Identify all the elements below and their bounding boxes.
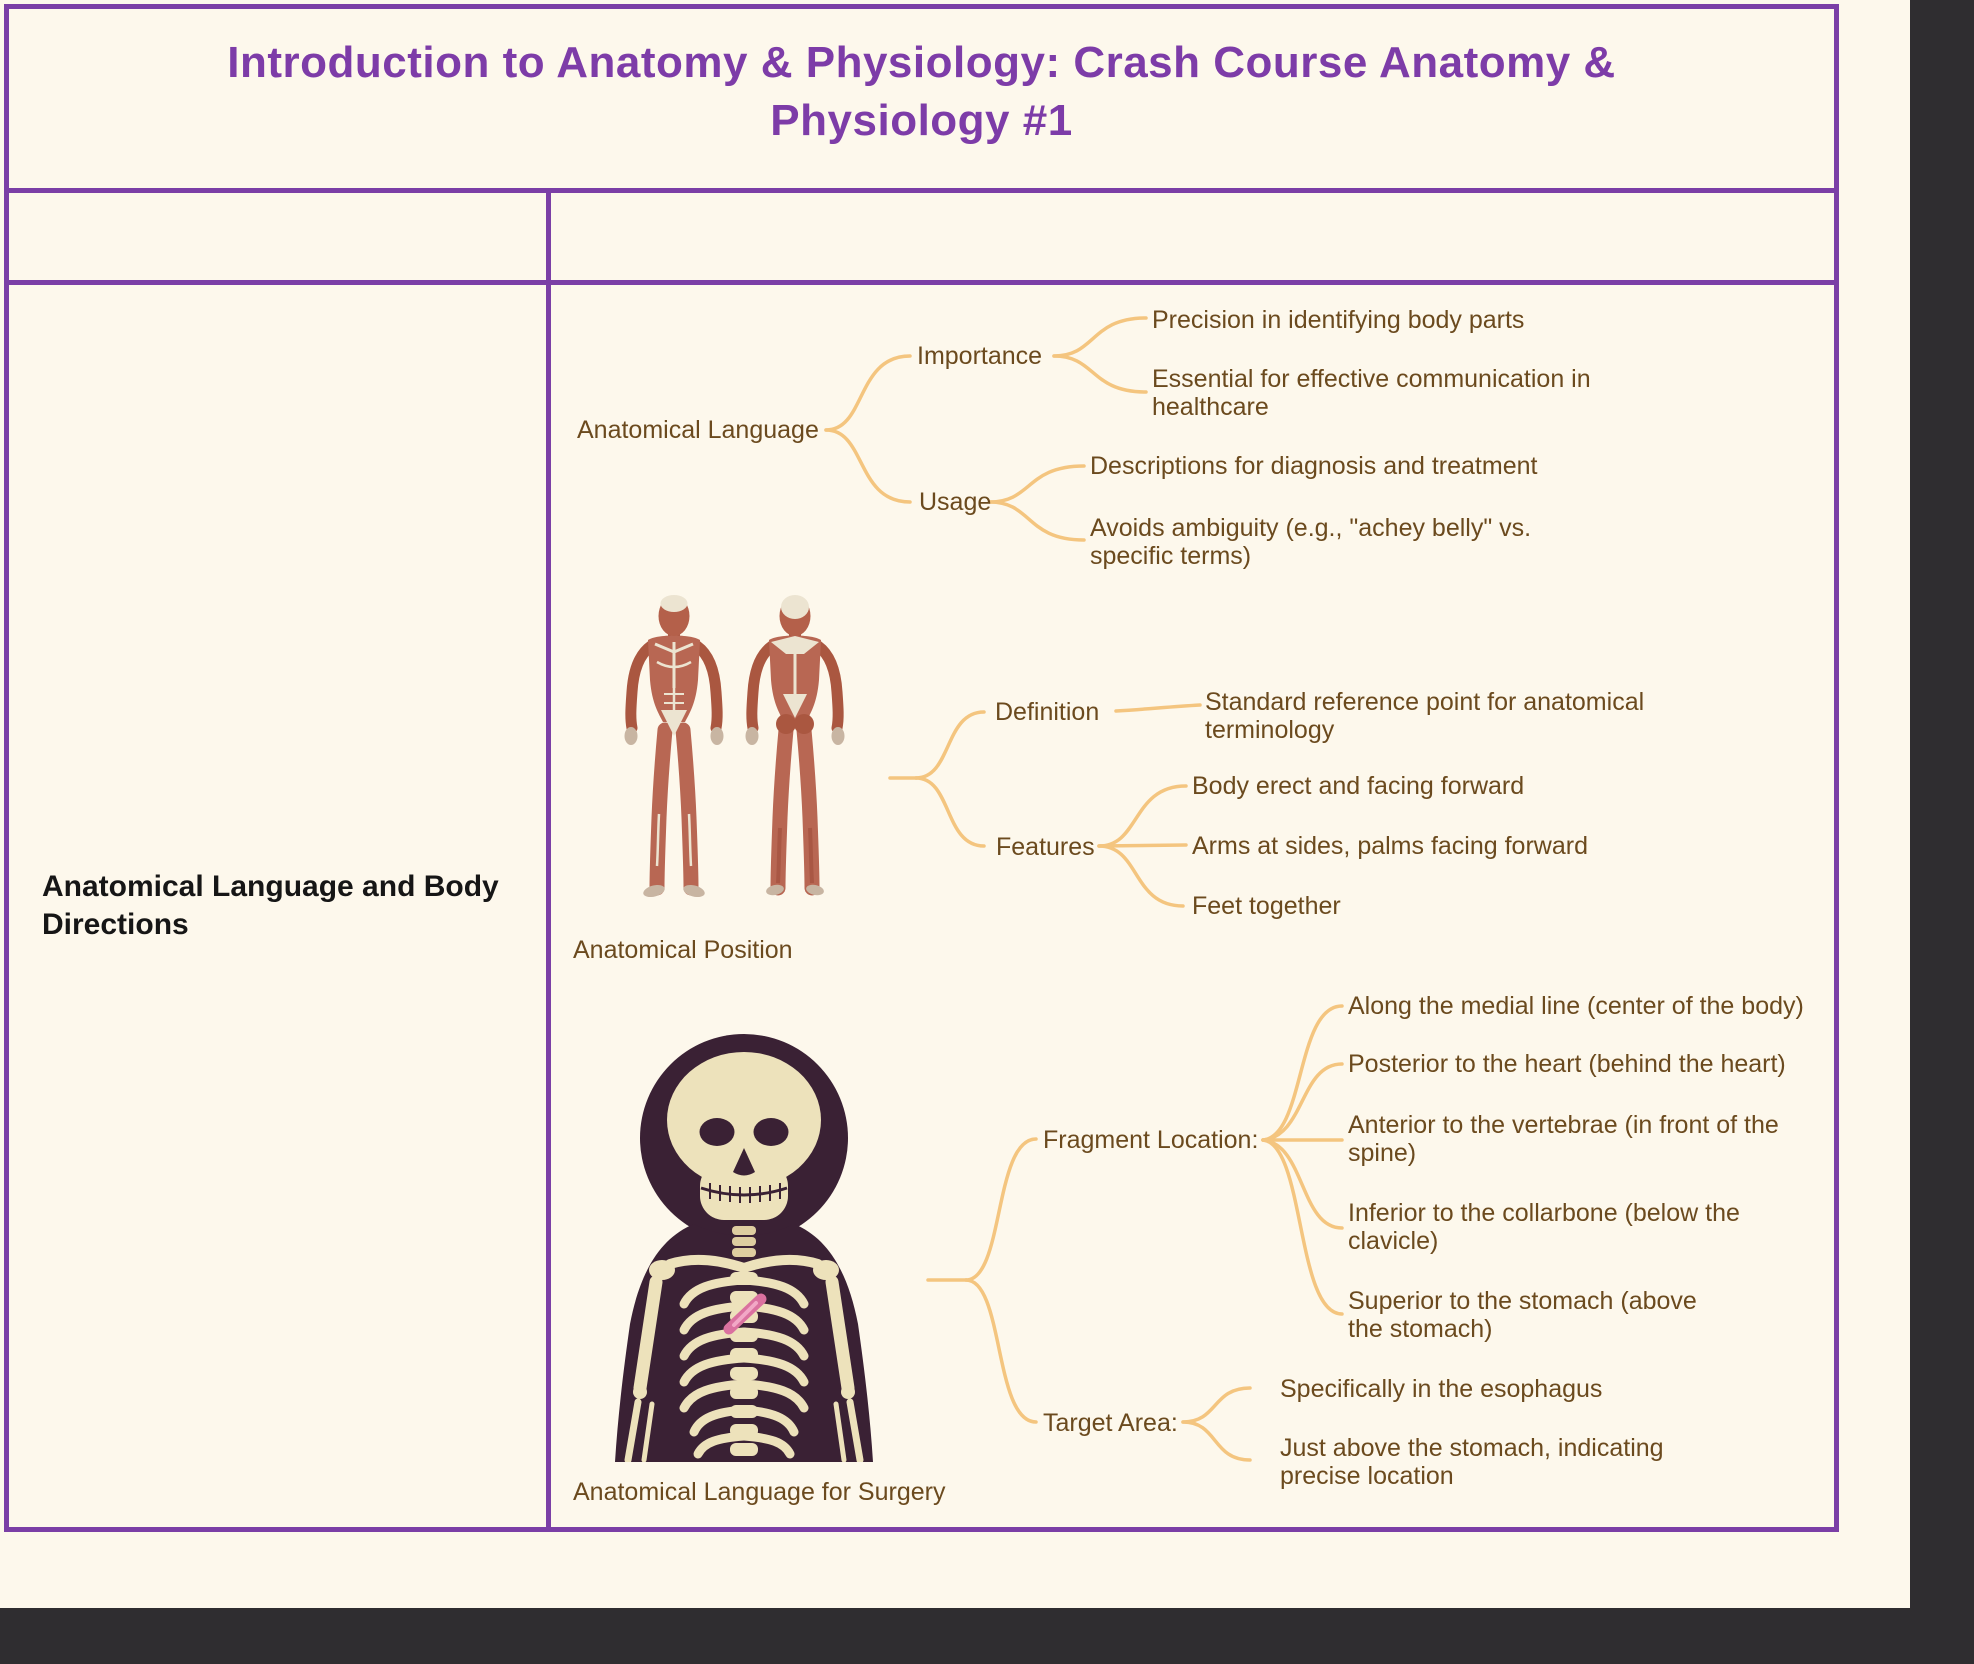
skeleton-image	[615, 1034, 873, 1462]
mindmap2-leaf: Feet together	[1192, 892, 1341, 920]
table-outer-border	[4, 4, 1839, 1532]
muscle-figure-back	[745, 595, 845, 896]
mindmap1-branch-importance: Importance	[917, 342, 1043, 370]
mindmap1-leaf: Avoids ambiguity (e.g., "achey belly" vs…	[1090, 514, 1532, 570]
mindmap1-leaf: Descriptions for diagnosis and treatment	[1090, 452, 1538, 480]
table-column-divider	[546, 188, 551, 1532]
mindmap3-leaf: Posterior to the heart (behind the heart…	[1348, 1050, 1786, 1078]
mindmap1-branch-usage: Usage	[919, 488, 992, 516]
mindmap2-leaf: Standard reference point for anatomical …	[1205, 688, 1645, 744]
caption-anatomical-position: Anatomical Position	[573, 936, 793, 964]
mindmap3-leaf: Superior to the stomach (above the stoma…	[1348, 1287, 1697, 1343]
caption-anatomical-language-surgery: Anatomical Language for Surgery	[573, 1478, 946, 1506]
page-title: Introduction to Anatomy & Physiology: Cr…	[227, 38, 1616, 145]
mindmap3-leaf: Anterior to the vertebrae (in front of t…	[1348, 1111, 1779, 1167]
mindmap1-leaf: Essential for effective communication in…	[1152, 365, 1591, 421]
mindmap2-leaf: Arms at sides, palms facing forward	[1192, 832, 1588, 860]
notes-page: Introduction to Anatomy & Physiology: Cr…	[0, 0, 1910, 1608]
section-row-label: Anatomical Language and Body Directions	[42, 870, 499, 941]
mindmap2-branch-definition: Definition	[995, 698, 1100, 726]
mindmap2-branch-features: Features	[996, 833, 1095, 861]
muscle-figures-image	[624, 595, 845, 898]
mindmap1-root: Anatomical Language	[577, 416, 819, 444]
mindmap3-branch-target-area: Target Area:	[1043, 1409, 1178, 1437]
table-row-divider-2	[4, 280, 1839, 285]
mindmap2-leaf: Body erect and facing forward	[1192, 772, 1525, 800]
mindmap3-leaf: Inferior to the collarbone (below the cl…	[1348, 1199, 1740, 1255]
mindmap3-branch-fragment-location: Fragment Location:	[1043, 1126, 1259, 1154]
mindmap3-leaf: Along the medial line (center of the bod…	[1348, 992, 1804, 1020]
mindmap3-leaf: Specifically in the esophagus	[1280, 1375, 1603, 1403]
mindmap3-leaf: Just above the stomach, indicating preci…	[1280, 1434, 1664, 1490]
mindmap1-leaf: Precision in identifying body parts	[1152, 306, 1525, 334]
table-row-divider-1	[4, 188, 1839, 193]
muscle-figure-front	[624, 595, 724, 898]
